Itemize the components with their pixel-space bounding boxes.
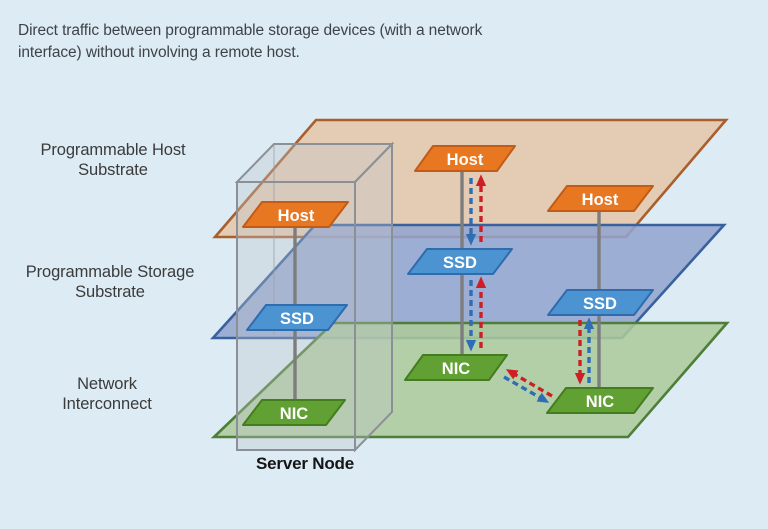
node-host-right-label: Host — [582, 191, 619, 209]
node-nic-middle-label: NIC — [442, 360, 471, 378]
caption-line-2: interface) without involving a remote ho… — [18, 44, 300, 61]
label-programmable-storage-substrate: Programmable Storage Substrate — [25, 263, 195, 301]
node-ssd-left: SSD — [246, 304, 348, 331]
node-ssd-left-label: SSD — [280, 310, 314, 328]
node-ssd-middle: SSD — [407, 248, 513, 275]
node-host-right: Host — [547, 185, 654, 212]
node-host-middle-label: Host — [447, 151, 484, 169]
arrow-red-nic-to-nic — [505, 369, 553, 398]
server-node-box — [234, 141, 395, 453]
caption-line-1: Direct traffic between programmable stor… — [18, 22, 483, 39]
label-programmable-host-substrate: Programmable Host Substrate — [40, 141, 186, 179]
node-nic-left-label: NIC — [280, 405, 309, 423]
node-nic-right-label: NIC — [586, 393, 615, 411]
arrow-blue-nic-to-nic — [503, 375, 550, 403]
figure-caption: Direct traffic between programmable stor… — [18, 20, 482, 64]
node-ssd-right-label: SSD — [583, 295, 617, 313]
node-host-left: Host — [242, 201, 349, 228]
node-host-left-label: Host — [278, 207, 315, 225]
node-ssd-right: SSD — [547, 289, 654, 316]
node-nic-right: NIC — [546, 387, 654, 414]
node-host-middle: Host — [414, 145, 516, 172]
node-nic-middle: NIC — [404, 354, 508, 381]
box-right-face — [354, 141, 393, 453]
label-network-interconnect: Network Interconnect — [62, 375, 152, 413]
node-nic-left: NIC — [242, 399, 346, 426]
server-node-label: Server Node — [256, 454, 354, 473]
node-ssd-middle-label: SSD — [443, 254, 477, 272]
